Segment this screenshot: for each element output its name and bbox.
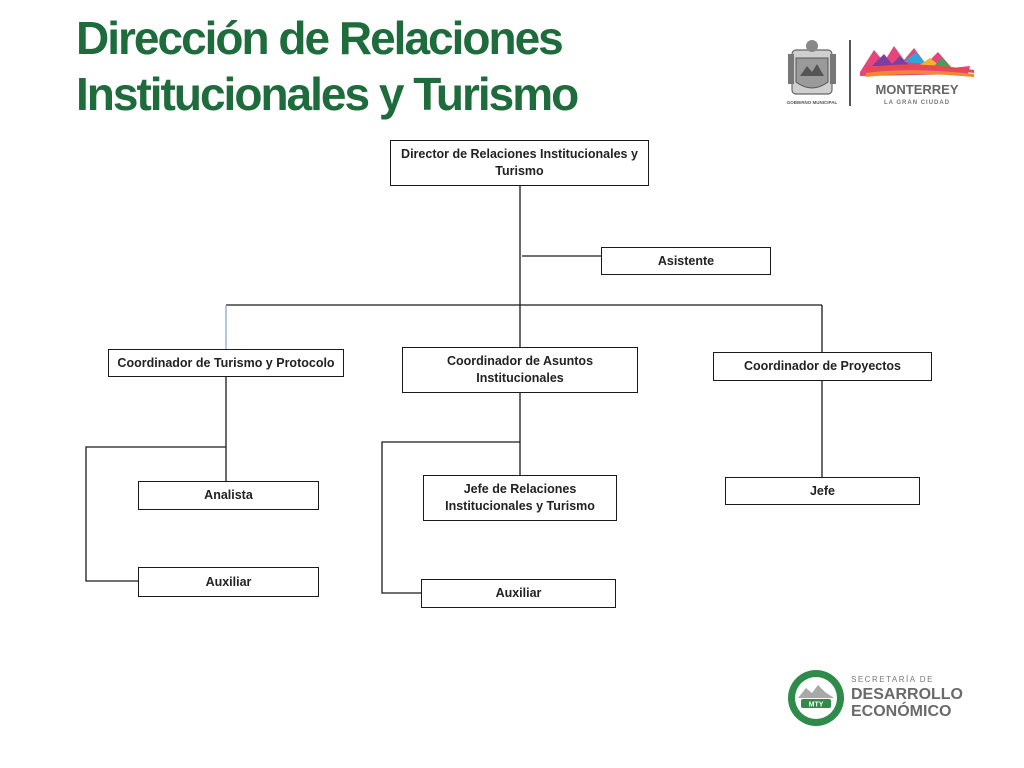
auxiliar-turismo-box: Auxiliar [138,567,319,597]
jefe-relaciones-box: Jefe de Relaciones Institucionales y Tur… [423,475,617,521]
logo-divider [849,40,851,106]
desarrollo-economico-logo: MTY SECRETARÍA DE DESARROLLO ECONÓMICO [788,670,963,726]
page-title-line-2: Institucionales y Turismo [76,68,579,120]
jefe-relaciones-label: Jefe de Relaciones Institucionales y Tur… [445,482,595,513]
coord-asuntos-label: Coordinador de Asuntos Institucionales [446,354,594,385]
director-box: Director de Relaciones Institucionales y… [390,140,649,186]
page-title-line-1: Dirección de Relaciones [76,12,564,64]
asuntos-auxiliar-bracket [381,441,520,594]
sde-line-1: SECRETARÍA DE [851,675,934,684]
mountains-icon [860,46,974,77]
coord-proyectos-box: Coordinador de Proyectos [713,352,932,381]
auxiliar-turismo-label: Auxiliar [205,574,252,589]
sde-line-3: ECONÓMICO [851,701,951,720]
jefe-proyectos-label: Jefe [809,483,836,498]
analista-box: Analista [138,481,319,510]
coord-proyectos-label: Coordinador de Proyectos [744,359,901,373]
coat-of-arms-icon [788,40,836,95]
asistente-box: Asistente [601,247,771,275]
page-title: Dirección de Relaciones Institucionales … [76,10,579,122]
director-label: Director de Relaciones Institucionales y… [401,147,638,178]
jefe-proyectos-box: Jefe [725,477,920,505]
coord-asuntos-box: Coordinador de Asuntos Institucionales [402,347,638,393]
monterrey-name: MONTERREY [875,82,958,97]
sde-line-2: DESARROLLO [851,686,963,703]
analista-label: Analista [204,488,253,502]
turismo-auxiliar-bracket [85,446,226,582]
gobierno-municipal-text: GOBIERNO MUNICIPAL [787,100,838,105]
coord-turismo-box: Coordinador de Turismo y Protocolo [108,349,344,377]
coord-turismo-label: Coordinador de Turismo y Protocolo [117,355,335,370]
monterrey-logo: GOBIERNO MUNICIPAL MONTERREY LA GRAN CIU… [787,40,974,106]
asistente-label: Asistente [657,253,715,268]
monterrey-tagline: LA GRAN CIUDAD [884,100,950,106]
auxiliar-asuntos-label: Auxiliar [495,586,542,600]
auxiliar-asuntos-box: Auxiliar [421,579,616,608]
sde-badge-label: MTY [809,702,824,709]
sde-badge-icon [788,670,844,726]
